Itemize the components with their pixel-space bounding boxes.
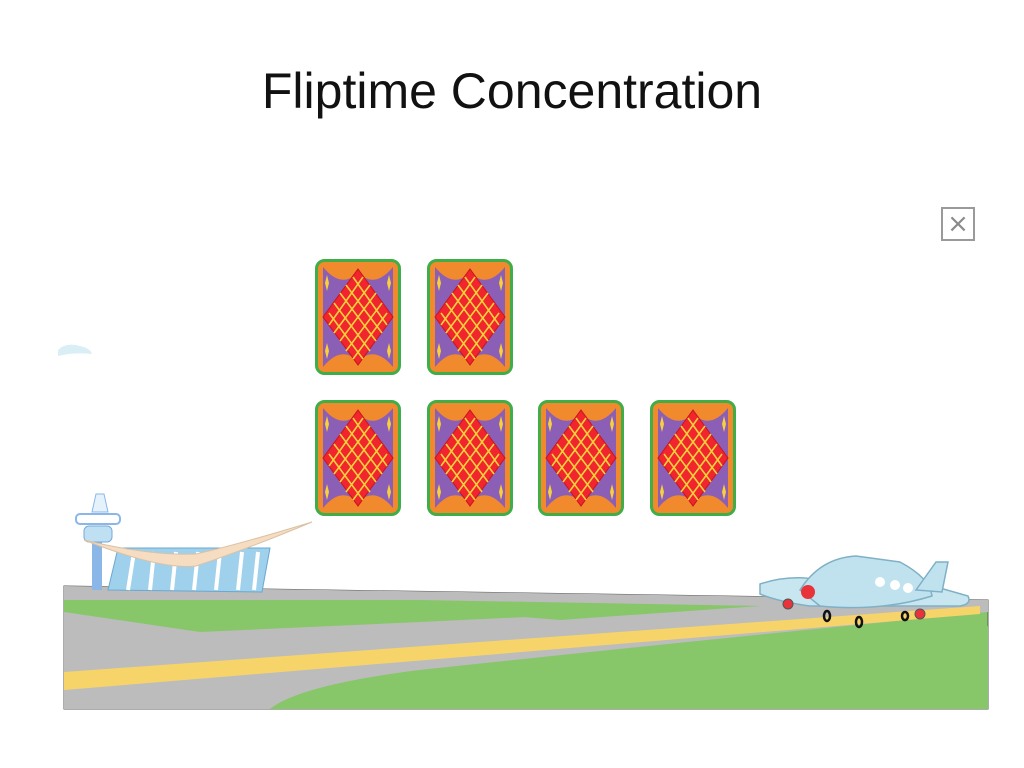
close-button[interactable]: × <box>941 207 975 241</box>
airplane-icon <box>759 555 970 629</box>
cloud-icon <box>58 344 92 356</box>
page-title: Fliptime Concentration <box>261 63 763 119</box>
card-back-5[interactable] <box>538 400 624 516</box>
card-back-6[interactable] <box>650 400 736 516</box>
grass-foreground <box>270 626 988 709</box>
runway-line <box>64 606 980 690</box>
card-back-2[interactable] <box>427 259 513 375</box>
card-back-1[interactable] <box>315 259 401 375</box>
grass-strip <box>340 602 760 620</box>
card-back-4[interactable] <box>427 400 513 516</box>
card-back-3[interactable] <box>315 400 401 516</box>
terminal-building-icon <box>83 521 313 593</box>
control-tower-icon <box>75 493 121 590</box>
